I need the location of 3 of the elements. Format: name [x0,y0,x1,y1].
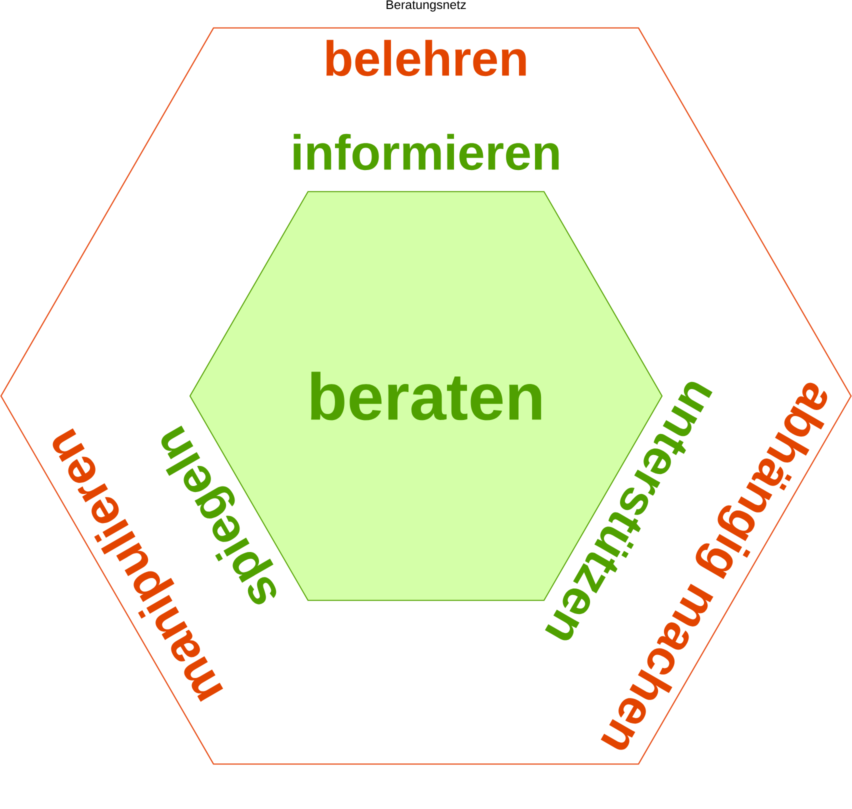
term-label: informieren [294,134,559,170]
title: Beratungsnetz [386,0,466,12]
term-label: belehren [326,40,526,76]
